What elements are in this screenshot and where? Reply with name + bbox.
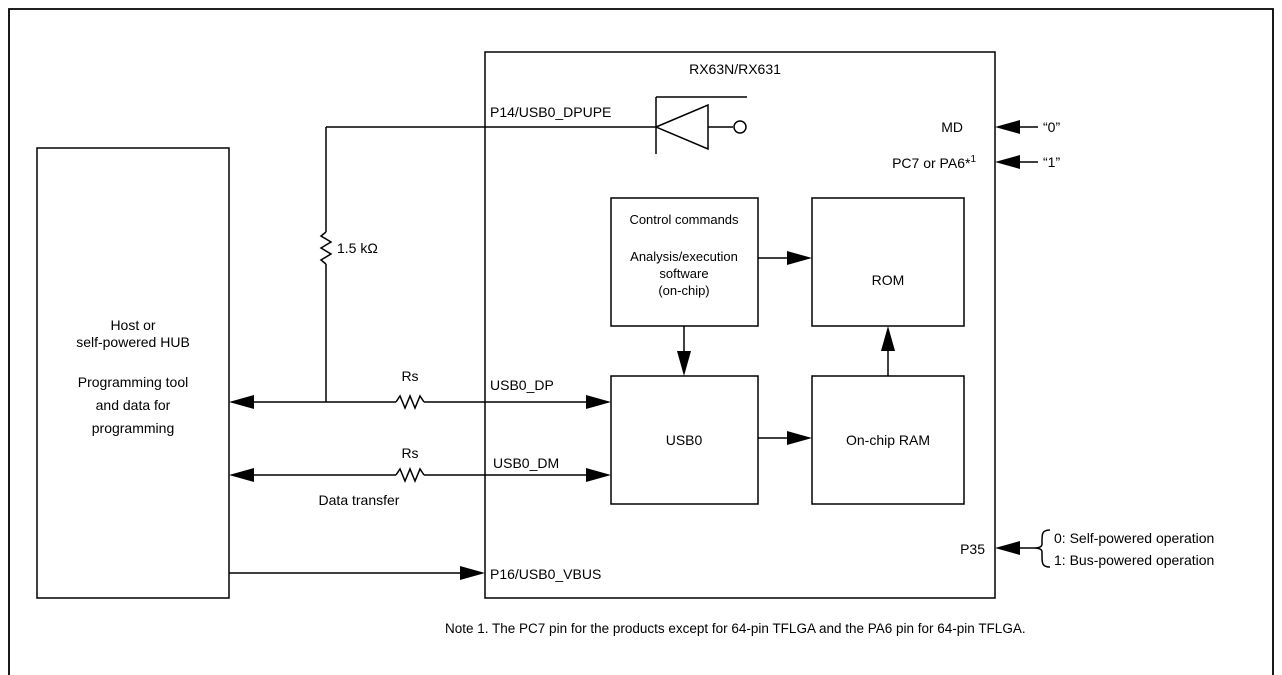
control-commands-block bbox=[610, 197, 759, 327]
pin-label-pc7-pa6: PC7 or PA6*1 bbox=[892, 154, 976, 171]
footnote: Note 1. The PC7 pin for the products exc… bbox=[445, 621, 1026, 636]
chip-title: RX63N/RX631 bbox=[689, 61, 781, 77]
arrow-control-to-usb0 bbox=[677, 326, 691, 376]
host-label-line4: and data for bbox=[96, 397, 171, 413]
pin-label-vbus: P16/USB0_VBUS bbox=[490, 566, 601, 582]
control-label-line3: software bbox=[659, 266, 708, 281]
pc7-input-arrow bbox=[995, 155, 1038, 169]
vbus-wire bbox=[229, 566, 485, 580]
on-chip-ram-block bbox=[811, 375, 965, 505]
usb0-dp-wire bbox=[229, 394, 611, 410]
usb0-block bbox=[610, 375, 759, 505]
control-label-line1: Control commands bbox=[629, 212, 739, 227]
pin-label-dm: USB0_DM bbox=[493, 455, 559, 471]
figure-frame bbox=[8, 8, 1274, 675]
host-label-line5: programming bbox=[92, 420, 174, 436]
dpupe-wire bbox=[319, 126, 656, 402]
p35-brace bbox=[1033, 529, 1051, 568]
pullup-resistor-label: 1.5 kΩ bbox=[337, 240, 378, 256]
rom-label: ROM bbox=[872, 272, 905, 288]
host-box bbox=[36, 147, 230, 599]
p35-input-arrow bbox=[995, 541, 1034, 555]
pin-label-dpupe: P14/USB0_DPUPE bbox=[490, 104, 611, 120]
host-label-line3: Programming tool bbox=[78, 374, 189, 390]
arrow-usb0-to-ram bbox=[758, 431, 812, 445]
md-input-arrow bbox=[995, 120, 1038, 134]
p35-option-self-powered: 0: Self-powered operation bbox=[1054, 530, 1214, 546]
pin-label-dp: USB0_DP bbox=[490, 377, 554, 393]
pin-label-p35: P35 bbox=[960, 541, 985, 557]
usb0-label: USB0 bbox=[666, 432, 703, 448]
control-label-line4: (on-chip) bbox=[658, 283, 709, 298]
md-input-value: “0” bbox=[1043, 119, 1060, 135]
ram-label: On-chip RAM bbox=[846, 432, 930, 448]
pc7-input-value: “1” bbox=[1043, 154, 1060, 170]
arrow-control-to-rom bbox=[758, 251, 812, 265]
host-label-line1: Host or bbox=[110, 317, 155, 333]
arrow-ram-to-rom bbox=[881, 326, 895, 376]
rom-block bbox=[811, 197, 965, 327]
rs-dp-label: Rs bbox=[401, 368, 418, 384]
rs-dm-label: Rs bbox=[401, 445, 418, 461]
host-label-line2: self-powered HUB bbox=[76, 334, 190, 350]
p35-option-bus-powered: 1: Bus-powered operation bbox=[1054, 552, 1214, 568]
pin-label-md: MD bbox=[941, 119, 963, 135]
control-label-line2: Analysis/execution bbox=[630, 249, 738, 264]
data-transfer-label: Data transfer bbox=[319, 492, 400, 508]
tristate-buffer-symbol bbox=[654, 96, 747, 154]
usb0-dm-wire bbox=[229, 467, 611, 483]
